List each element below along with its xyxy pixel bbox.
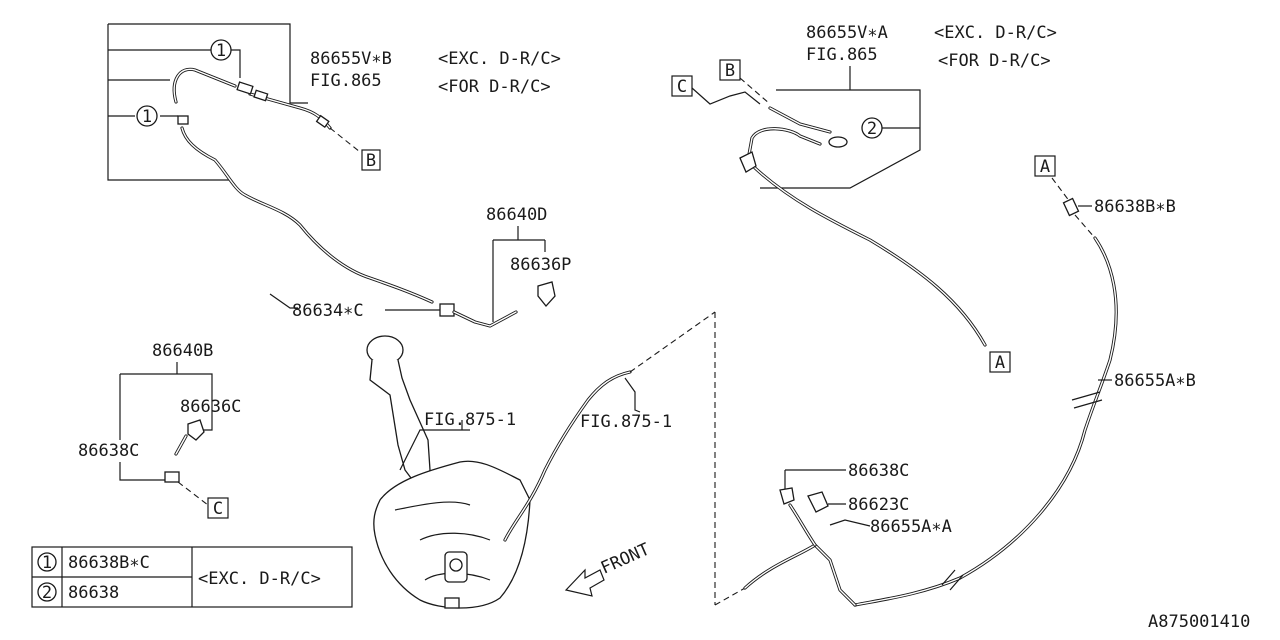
ref-box-b-right: [719, 59, 741, 81]
joint-86638c-left: [164, 471, 180, 483]
rear-hose-group: 1 1 B 86655V∗B <EXC. D-R/C> FIG.865 <FOR…: [107, 23, 561, 304]
legend-table: 1 2 86638B∗C 86638 <EXC. D-R/C>: [31, 546, 353, 608]
diagram-id: A875001410: [1148, 612, 1250, 632]
tank-filler-neck: [369, 359, 431, 492]
washer-tank-group: FIG.875-1 FIG.875-1: [366, 311, 746, 609]
legend-mark-1: 1: [42, 553, 52, 573]
label-86623c: 86623C: [848, 495, 909, 515]
ref-box-a-upper: [1034, 155, 1056, 177]
tank-cap: [366, 335, 404, 365]
ref-box-a-lower: [989, 351, 1011, 373]
bracket-frame: [107, 23, 291, 181]
legend-part-2: 86638: [68, 583, 119, 603]
svg-text:B: B: [725, 61, 735, 81]
joint-86638c-right: [779, 487, 795, 505]
label-86636c: 86636C: [180, 397, 241, 417]
front-arrow-icon: [564, 568, 605, 597]
label-86655a-a: 86655A∗A: [870, 517, 952, 537]
svg-text:B: B: [366, 151, 376, 171]
label-86655vb-note1: <EXC. D-R/C>: [438, 49, 561, 69]
svg-text:A: A: [1040, 157, 1050, 177]
label-86640b: 86640B: [152, 341, 213, 361]
callout-1-upper-text: 1: [216, 41, 226, 61]
label-86655vb-note2: <FOR D-R/C>: [438, 77, 551, 97]
ref-box-c-left: [207, 497, 229, 519]
label-86640d: 86640D: [486, 205, 547, 225]
hose-joint: [236, 81, 254, 95]
front-direction-indicator: FRONT: [564, 539, 653, 597]
nozzle-86636p: [537, 281, 556, 308]
label-front: FRONT: [598, 539, 653, 578]
svg-text:C: C: [213, 499, 223, 519]
nozzle-86636c: [187, 419, 205, 441]
label-fig865-left: FIG.865: [310, 71, 382, 91]
label-86655a-b: 86655A∗B: [1114, 371, 1196, 391]
label-86638c-right: 86638C: [848, 461, 909, 481]
clip-86623c: [807, 491, 829, 513]
label-86655va: 86655V∗A: [806, 23, 888, 43]
svg-text:A: A: [995, 353, 1005, 373]
hose-lower: [180, 126, 434, 304]
legend-mark-2: 2: [42, 583, 52, 603]
bracket-frame-right: [760, 66, 921, 189]
label-86655vb: 86655V∗B: [310, 49, 392, 69]
label-86638b-b: 86638B∗B: [1094, 197, 1176, 217]
callout-2: [861, 117, 883, 139]
svg-text:C: C: [677, 77, 687, 97]
label-86636p: 86636P: [510, 255, 571, 275]
legend-part-1: 86638B∗C: [68, 553, 150, 573]
label-fig875-hose: FIG.875-1: [580, 412, 672, 432]
callout-1-lower: [136, 105, 158, 127]
callout-1-upper: [210, 39, 232, 61]
rear-nozzle-group: 86634∗C 86640D 86636P: [269, 205, 571, 328]
ref-box-b-left: [361, 149, 381, 171]
front-nozzle-group: 86640B 86636C 86638C C: [78, 341, 241, 519]
hose-connector: [439, 303, 455, 317]
ref-box-c-right: [671, 75, 693, 97]
legend-note: <EXC. D-R/C>: [198, 569, 321, 589]
label-86634c: 86634∗C: [292, 301, 364, 321]
joint-86638b-b: [1062, 197, 1080, 217]
svg-text:2: 2: [867, 119, 877, 139]
label-86638c-left: 86638C: [78, 441, 139, 461]
long-hose-group: A 86638B∗B 86655A∗B 86638C 86623C 86655A…: [743, 155, 1196, 607]
washer-tank-body: [373, 460, 531, 609]
front-hose-a-group: 86655V∗A <EXC. D-R/C> FIG.865 <FOR D-R/C…: [671, 23, 1057, 373]
label-86655va-note2: <FOR D-R/C>: [938, 51, 1051, 71]
label-fig875-tank: FIG.875-1: [424, 410, 516, 430]
label-86655va-note1: <EXC. D-R/C>: [934, 23, 1057, 43]
callout-1-lower-text: 1: [142, 107, 152, 127]
label-fig865-right: FIG.865: [806, 45, 878, 65]
